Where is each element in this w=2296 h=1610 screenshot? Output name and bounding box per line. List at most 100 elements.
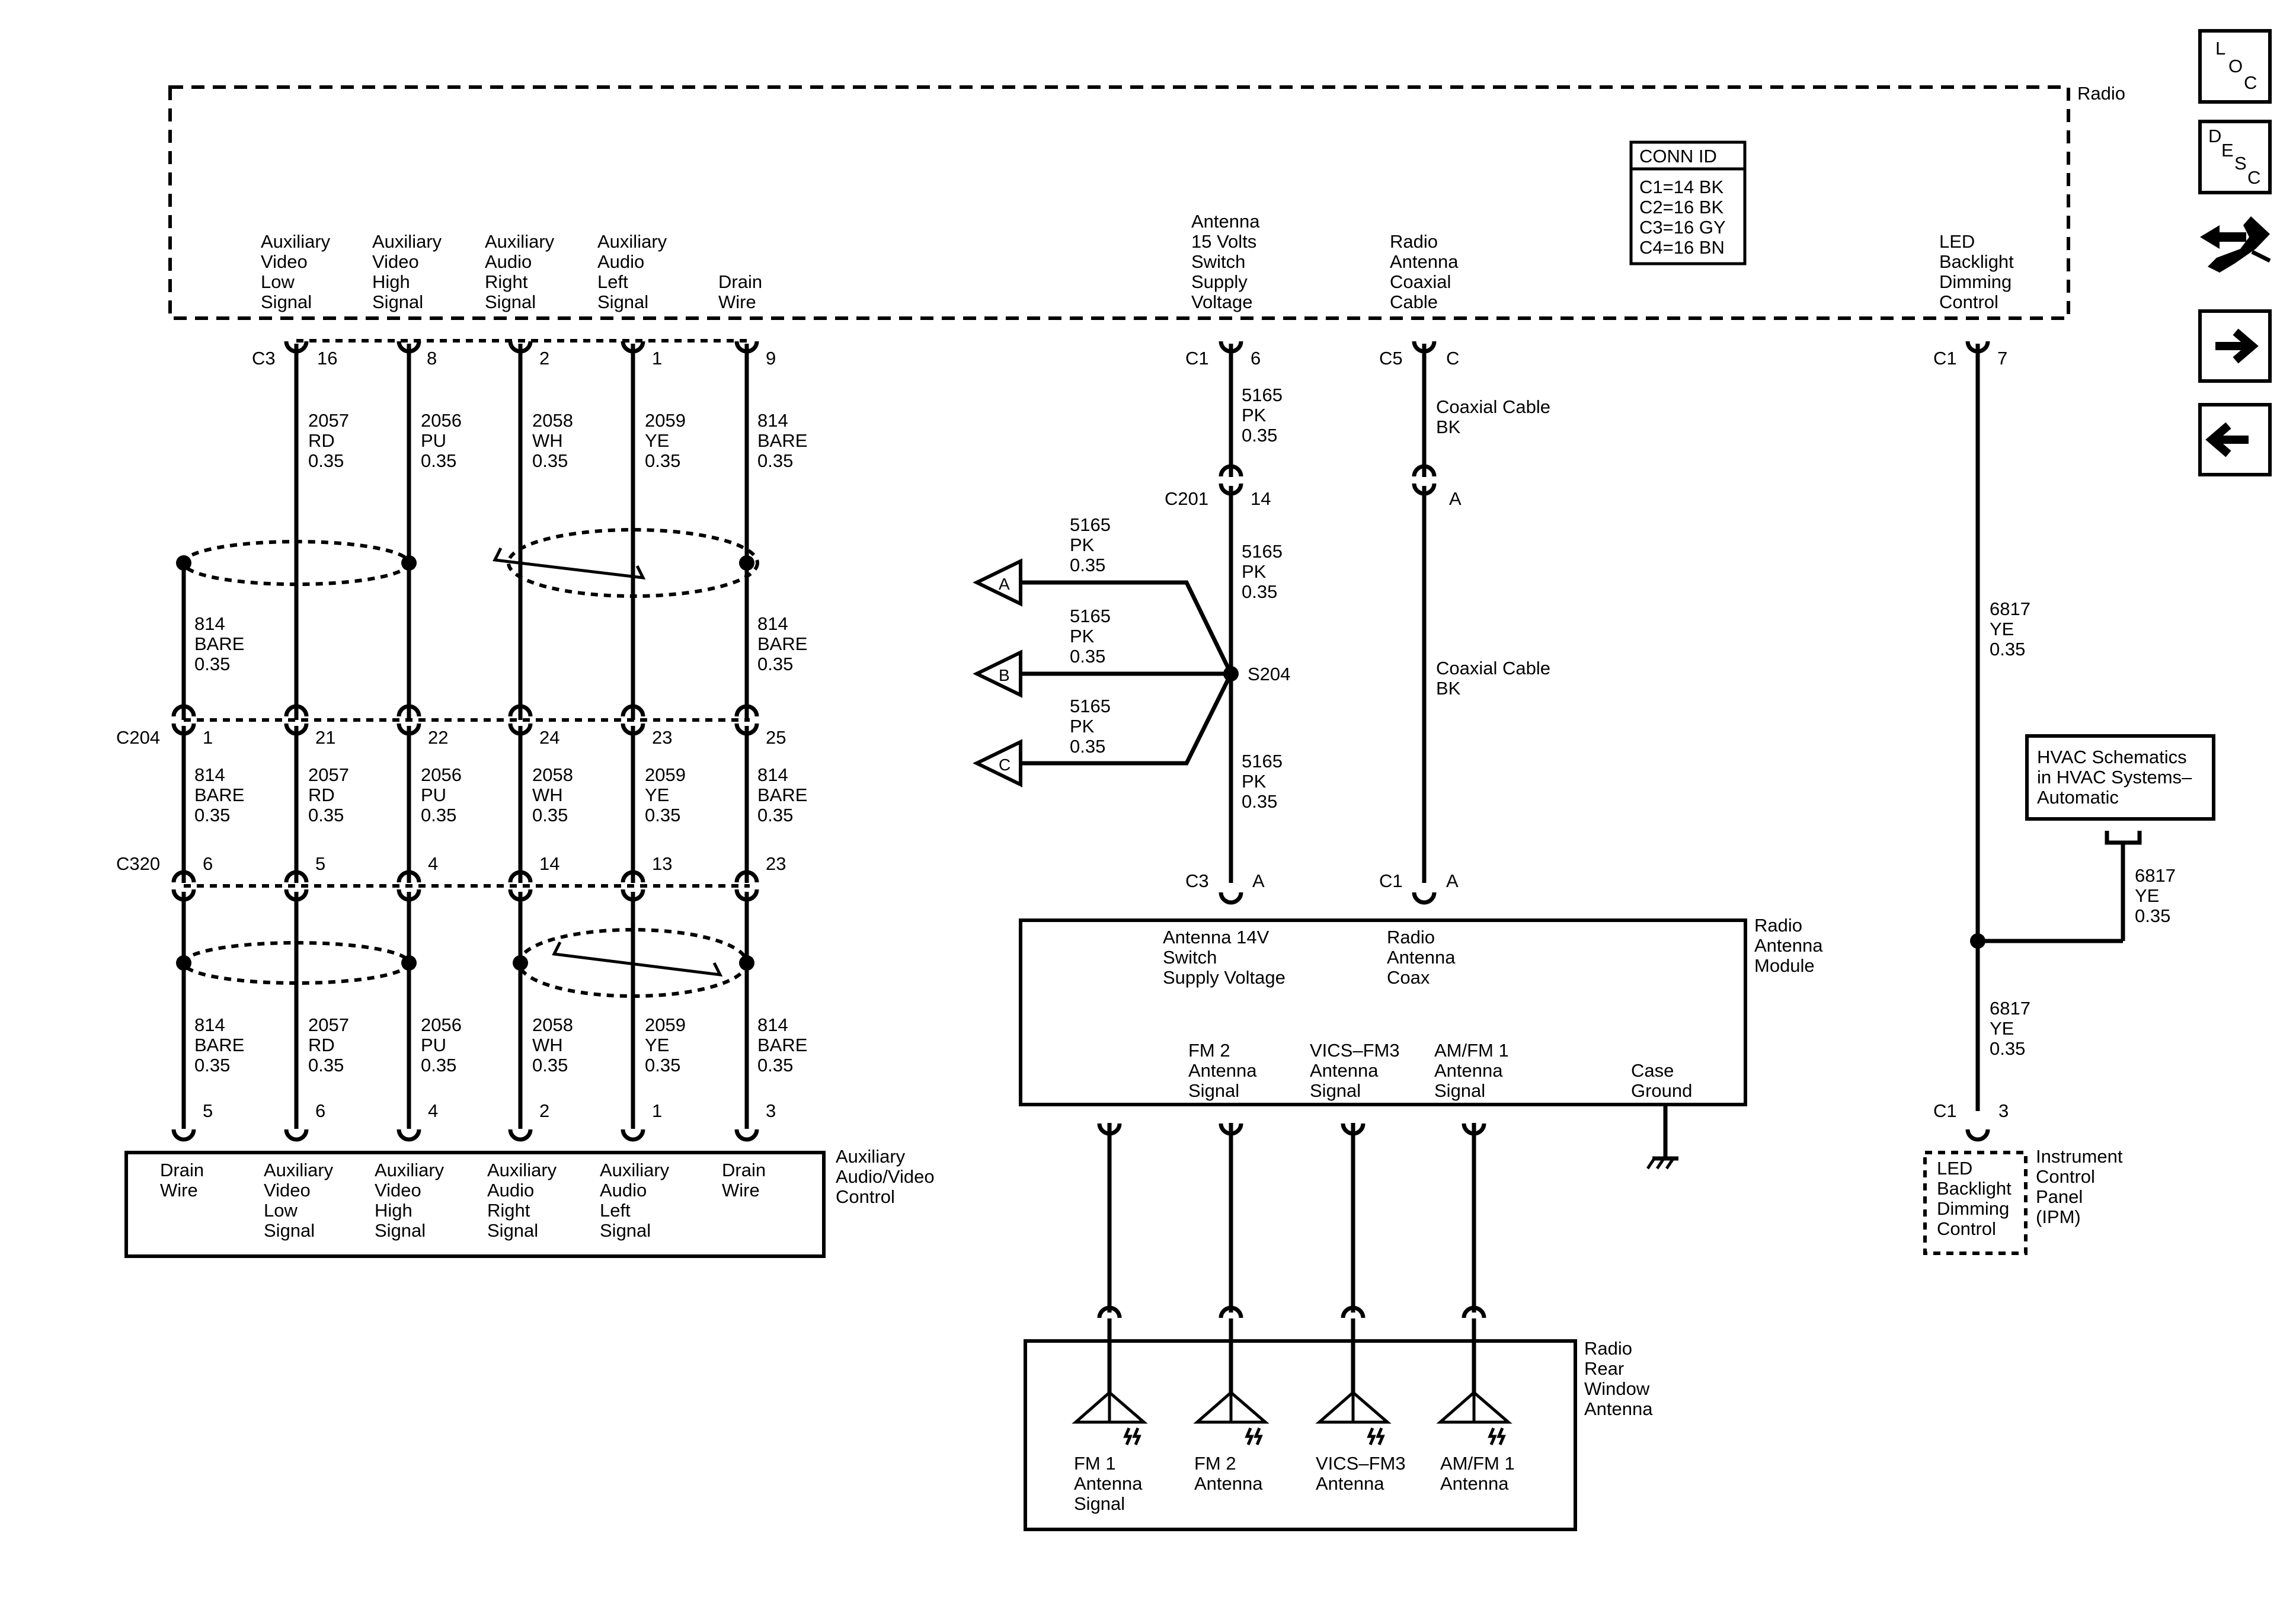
svg-text:24: 24 bbox=[539, 727, 559, 748]
radio-connectors: C3 16 8 2 1 9 C1 6 C5 C C1 7 bbox=[252, 339, 2007, 369]
conn-id-row: C4=16 BN bbox=[1639, 237, 1725, 258]
svg-text:14: 14 bbox=[1251, 488, 1271, 509]
offpage-ref-c[interactable]: C bbox=[973, 739, 1022, 788]
conn-id-table: CONN ID C1=14 BK C2=16 BK C3=16 GY C4=16… bbox=[1629, 140, 1747, 265]
antenna-coax-lines bbox=[1099, 1123, 1484, 1318]
svg-text:C1: C1 bbox=[1379, 870, 1403, 891]
splice bbox=[1970, 933, 1985, 949]
svg-text:C1: C1 bbox=[1933, 1100, 1957, 1121]
connector-c204: C204 1 21 22 24 23 25 bbox=[116, 706, 786, 748]
svg-text:22: 22 bbox=[428, 727, 448, 748]
svg-text:C3: C3 bbox=[252, 348, 276, 369]
svg-text:C: C bbox=[1446, 348, 1459, 369]
svg-text:7: 7 bbox=[1997, 348, 2007, 369]
radio-title: Radio bbox=[2077, 83, 2125, 104]
svg-text:D: D bbox=[2208, 126, 2221, 146]
svg-text:8: 8 bbox=[427, 348, 437, 369]
svg-text:C201: C201 bbox=[1165, 488, 1208, 509]
svg-text:S204: S204 bbox=[1248, 664, 1290, 684]
svg-text:23: 23 bbox=[766, 853, 786, 874]
svg-text:1: 1 bbox=[652, 1100, 662, 1121]
connector-c320: C320 6 5 4 14 13 23 bbox=[116, 853, 786, 900]
svg-text:B: B bbox=[999, 666, 1010, 684]
next-page-button[interactable] bbox=[2198, 309, 2272, 383]
svg-text:C204: C204 bbox=[116, 727, 160, 748]
svg-text:L: L bbox=[2215, 38, 2225, 59]
offpage-ref-b[interactable]: B bbox=[973, 649, 1022, 698]
service-tool-icon[interactable] bbox=[2200, 216, 2271, 273]
antenna-icon bbox=[1072, 1318, 1148, 1445]
antenna-icon bbox=[1436, 1318, 1512, 1445]
location-button[interactable]: L O C bbox=[2198, 29, 2272, 104]
svg-text:C5: C5 bbox=[1379, 348, 1403, 369]
svg-text:1: 1 bbox=[203, 727, 213, 748]
svg-text:S: S bbox=[2234, 153, 2247, 174]
svg-text:5: 5 bbox=[203, 1100, 213, 1121]
svg-text:O: O bbox=[2228, 56, 2243, 76]
svg-text:21: 21 bbox=[315, 727, 335, 748]
description-button[interactable]: D E S C bbox=[2198, 120, 2272, 194]
svg-text:1: 1 bbox=[652, 348, 662, 369]
offpage-ref-a[interactable]: A bbox=[973, 558, 1022, 607]
svg-text:3: 3 bbox=[1998, 1100, 2009, 1121]
svg-text:A: A bbox=[1449, 488, 1462, 509]
svg-text:C: C bbox=[2247, 167, 2260, 188]
svg-text:16: 16 bbox=[317, 348, 337, 369]
svg-text:A: A bbox=[1252, 870, 1265, 891]
svg-text:13: 13 bbox=[652, 853, 672, 874]
antenna-icon bbox=[1193, 1318, 1269, 1445]
svg-text:C1: C1 bbox=[1933, 348, 1957, 369]
svg-text:4: 4 bbox=[428, 1100, 438, 1121]
conn-id-row: C1=14 BK bbox=[1639, 177, 1724, 197]
antenna-icon bbox=[1315, 1318, 1392, 1445]
previous-page-button[interactable] bbox=[2198, 403, 2272, 476]
svg-text:2: 2 bbox=[539, 1100, 549, 1121]
conn-id-row: C2=16 BK bbox=[1639, 197, 1724, 217]
svg-text:2: 2 bbox=[539, 348, 549, 369]
svg-text:C: C bbox=[999, 756, 1011, 774]
svg-text:9: 9 bbox=[766, 348, 776, 369]
svg-text:C320: C320 bbox=[116, 853, 160, 874]
